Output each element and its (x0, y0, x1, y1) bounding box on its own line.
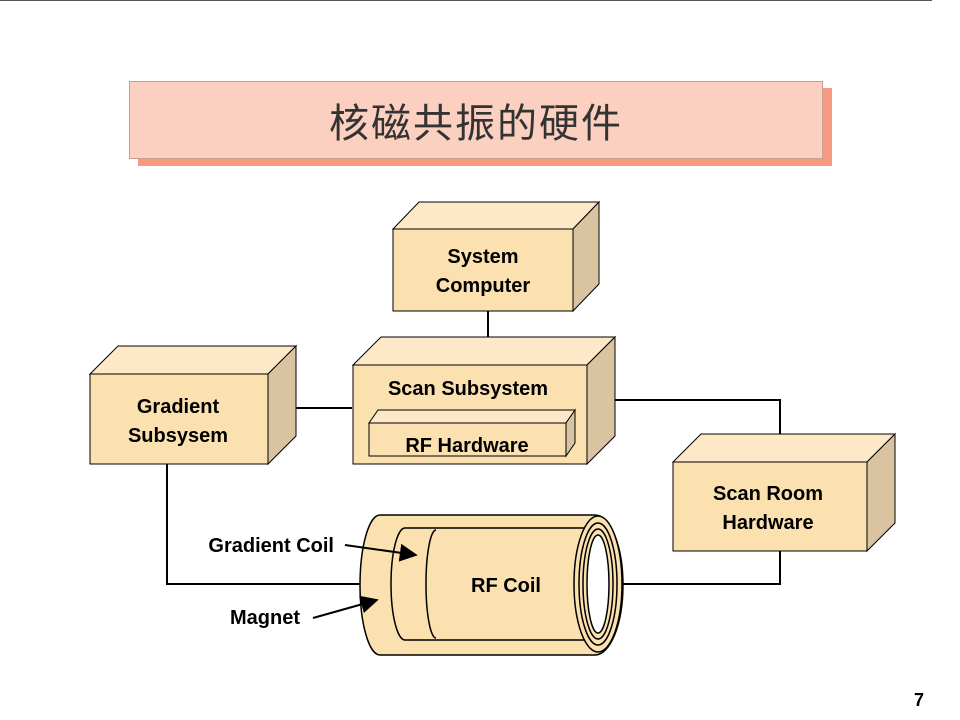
connector-coil-to-scan-room (622, 551, 781, 585)
scan-subsystem-box-top (351, 336, 617, 366)
magnet-end-bore (586, 534, 610, 634)
system-computer-box-top (391, 201, 601, 230)
scan-room-hardware-box-front (672, 461, 868, 552)
gradient-subsystem-box-front (89, 373, 269, 465)
magnet-callout-label: Magnet (230, 607, 300, 629)
scan-room-hardware-label-line2: Hardware (722, 512, 813, 534)
magnet-end-ring-1 (578, 522, 618, 646)
gradient-coil-arrow (344, 543, 418, 562)
rf-hardware-box: RF Hardware (368, 408, 576, 458)
rf-hardware-label: RF Hardware (405, 435, 528, 457)
system-computer-box: System Computer (391, 200, 601, 313)
gradient-subsystem-box: Gradient Subsysem (88, 344, 298, 466)
page-number: 7 (913, 690, 924, 710)
gradient-subsystem-label-line1: Gradient (137, 396, 220, 418)
system-computer-label-line2: Computer (436, 275, 531, 297)
top-rule (0, 0, 932, 1)
connectors (166, 311, 781, 585)
gradient-coil-edge (390, 527, 406, 641)
rf-hardware-box-top (368, 409, 576, 424)
magnet-end-ring-2 (582, 528, 614, 640)
slide-title: 核磁共振的硬件 (329, 101, 623, 147)
rf-hardware-box-front (368, 422, 567, 457)
scan-room-hardware-box-top (671, 433, 897, 463)
connector-gradient-to-coil (166, 464, 405, 585)
rf-coil-label: RF Coil (471, 575, 541, 597)
gradient-coil-callout-label: Gradient Coil (208, 535, 334, 557)
scan-room-hardware-label-line1: Scan Room (713, 483, 823, 505)
magnet-arrow (312, 595, 379, 619)
connector-scan-subsystem-to-scan-room (608, 399, 781, 445)
system-computer-box-front (392, 228, 574, 312)
magnet-cylinder (359, 514, 624, 656)
system-computer-label-line1: System (447, 246, 518, 268)
scan-room-hardware-box: Scan Room Hardware (671, 432, 897, 553)
gradient-subsystem-label-line2: Subsysem (128, 425, 228, 447)
title-banner: 核磁共振的硬件 (129, 81, 823, 159)
scan-subsystem-label: Scan Subsystem (388, 378, 548, 400)
rf-coil-edge (425, 529, 437, 639)
gradient-subsystem-box-top (88, 345, 298, 375)
